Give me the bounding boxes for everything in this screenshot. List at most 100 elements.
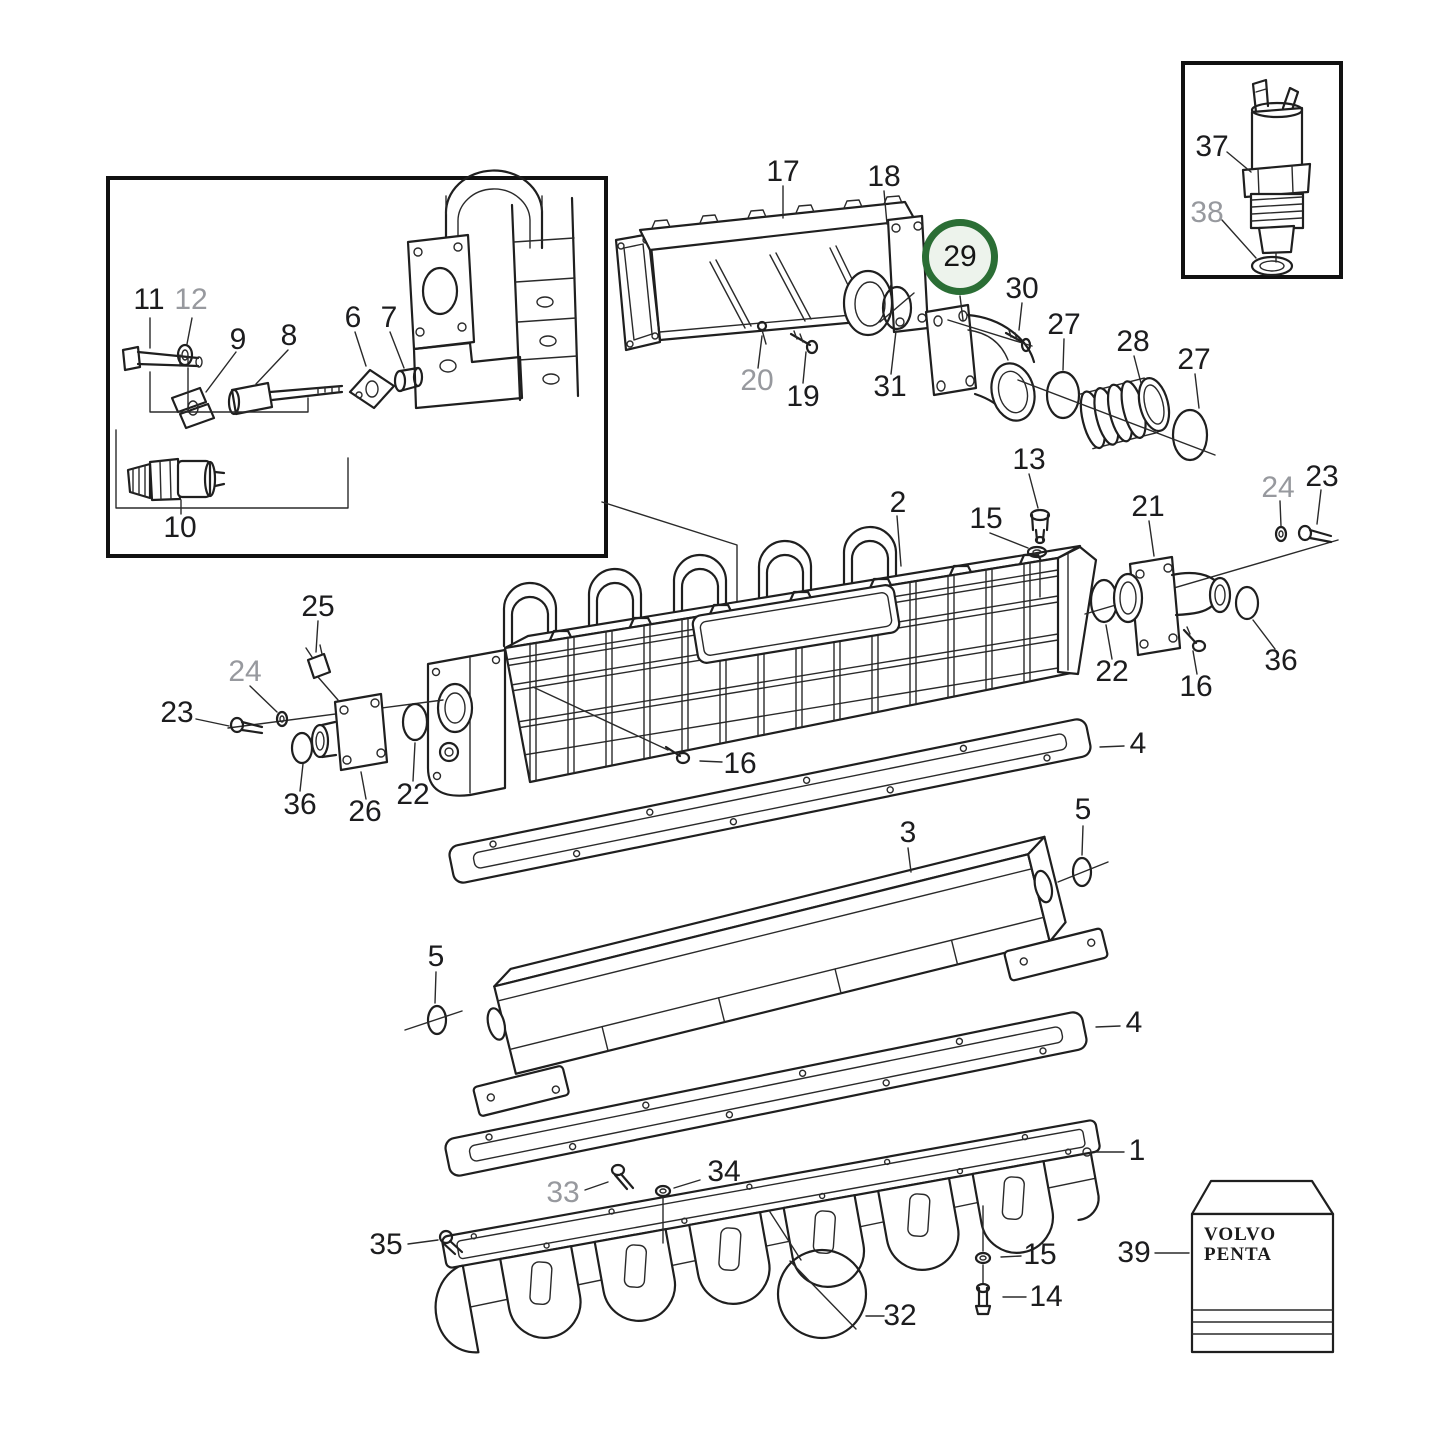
- part-callout-25[interactable]: 25: [301, 590, 335, 623]
- part-callout-3[interactable]: 3: [899, 816, 917, 849]
- washer-15-bottom-drawing: [974, 1205, 1022, 1284]
- oring-5-right-drawing: [1071, 856, 1093, 888]
- manifold-drawing: [614, 195, 930, 355]
- part-callout-20[interactable]: 20: [740, 364, 774, 397]
- part-callout-24[interactable]: 24: [228, 655, 262, 688]
- part-callout-28[interactable]: 28: [1116, 325, 1150, 358]
- oring-36-right-drawing: [1234, 585, 1260, 621]
- bolt-23-left-drawing: [195, 716, 264, 735]
- core-3-assembly: [404, 825, 1109, 1117]
- part-callout-4[interactable]: 4: [1125, 1006, 1143, 1039]
- part-callout-38[interactable]: 38: [1190, 196, 1224, 229]
- bushing-7-drawing: [393, 366, 424, 393]
- screw-33-drawing: [584, 1163, 635, 1191]
- oring-27a-drawing: [1045, 370, 1081, 420]
- bracket-line-lower: [115, 429, 349, 509]
- part-callout-23[interactable]: 23: [160, 696, 194, 729]
- part-callout-31[interactable]: 31: [873, 370, 907, 403]
- plug-25-drawing: [305, 644, 339, 701]
- heat-exchanger-drawing: [426, 473, 1098, 797]
- part-callout-19[interactable]: 19: [786, 380, 820, 413]
- volvo-penta-box-drawing: VOLVO PENTA: [1154, 1179, 1335, 1354]
- part-callout-11[interactable]: 11: [133, 283, 165, 316]
- gasket-4-lower-leader: [1095, 1025, 1121, 1028]
- part-callout-21[interactable]: 21: [1131, 490, 1165, 523]
- part-callout-13[interactable]: 13: [1012, 443, 1046, 476]
- right-fitting-assembly: [1084, 489, 1339, 675]
- bolt-30-drawing: [1004, 329, 1032, 353]
- stud-8-drawing: [227, 381, 344, 416]
- washer-15-drawing: [1026, 545, 1048, 559]
- part-callout-15[interactable]: 15: [969, 502, 1003, 535]
- oring-27b-drawing: [1171, 408, 1209, 462]
- screw-14-drawing: [974, 1282, 1027, 1316]
- manifold-leader-lines: [757, 185, 1200, 409]
- oring-22-left-drawing: [401, 702, 429, 742]
- part-callout-18[interactable]: 18: [867, 160, 901, 193]
- plug-32-drawing: [769, 1211, 885, 1340]
- part-callout-6[interactable]: 6: [344, 301, 362, 334]
- bolt-35-drawing: [407, 1229, 464, 1256]
- part-callout-22[interactable]: 22: [396, 778, 430, 811]
- part-callout-15[interactable]: 15: [1023, 1238, 1057, 1271]
- bracket-line-upper: [149, 371, 309, 413]
- part-callout-14[interactable]: 14: [1029, 1280, 1063, 1313]
- brand-line-1: VOLVO: [1204, 1224, 1276, 1245]
- left-fitting-leaders: [249, 620, 416, 800]
- left-fitting-assembly: [195, 620, 444, 800]
- bolt-23-right-drawing: [1297, 524, 1333, 544]
- part-callout-5[interactable]: 5: [427, 940, 445, 973]
- temp-sensor-drawing: [1241, 78, 1312, 263]
- part-callout-30[interactable]: 30: [1005, 272, 1039, 305]
- part-callout-34[interactable]: 34: [707, 1155, 741, 1188]
- pan-1-drawing: [434, 1119, 1125, 1354]
- oring-5-left-drawing: [426, 1004, 448, 1036]
- part-callout-10[interactable]: 10: [163, 511, 197, 544]
- bellows-28-drawing: [1078, 377, 1171, 450]
- inset-leader-lines: [149, 317, 405, 515]
- inset-detail-box: [106, 169, 608, 558]
- part-callout-8[interactable]: 8: [280, 319, 298, 352]
- bolt-13-drawing: [989, 473, 1051, 598]
- right-fitting-leaders: [1105, 489, 1322, 675]
- part-callout-16[interactable]: 16: [723, 747, 757, 780]
- part-callout-36[interactable]: 36: [1264, 644, 1298, 677]
- part-callout-39[interactable]: 39: [1117, 1236, 1151, 1269]
- bottom-small-parts: [407, 1163, 1027, 1340]
- gasket-4-lower-drawing: [444, 1011, 1088, 1177]
- sensor-10-drawing: [126, 457, 226, 502]
- part-callout-27[interactable]: 27: [1047, 308, 1081, 341]
- part-callout-32[interactable]: 32: [883, 1299, 917, 1332]
- sensor-inset-box: [1181, 61, 1343, 279]
- part-callout-9[interactable]: 9: [229, 323, 247, 356]
- part-callout-2[interactable]: 2: [889, 486, 907, 519]
- part-callout-24[interactable]: 24: [1261, 471, 1295, 504]
- part-callout-37[interactable]: 37: [1195, 130, 1229, 163]
- part-callout-16[interactable]: 16: [1179, 670, 1213, 703]
- part-callout-35[interactable]: 35: [369, 1228, 403, 1261]
- clamp-9-drawing: [170, 386, 216, 430]
- bolt-19-drawing: [789, 330, 819, 355]
- elbow-29-assembly: [757, 185, 1216, 462]
- gasket-4-upper-drawing: [448, 718, 1092, 884]
- part-callout-4[interactable]: 4: [1129, 727, 1147, 760]
- part-callout-17[interactable]: 17: [766, 155, 800, 188]
- part-callout-36[interactable]: 36: [283, 788, 317, 821]
- washer-24-left-drawing: [275, 710, 289, 728]
- elbow-axis-line: [947, 319, 1216, 456]
- part-callout-23[interactable]: 23: [1305, 460, 1339, 493]
- part-callout-1[interactable]: 1: [1128, 1134, 1146, 1167]
- part-callout-5[interactable]: 5: [1074, 793, 1092, 826]
- thermostat-housing-drawing: [406, 169, 580, 410]
- part-callout-27[interactable]: 27: [1177, 343, 1211, 376]
- part-callout-7[interactable]: 7: [380, 301, 398, 334]
- elbow-29-flange: [924, 303, 978, 397]
- part-callout-29-selected[interactable]: 29: [922, 219, 998, 295]
- part-callout-12[interactable]: 12: [174, 283, 208, 316]
- part-callout-26[interactable]: 26: [348, 795, 382, 828]
- core-leaders: [434, 825, 1084, 1004]
- part-callout-22[interactable]: 22: [1095, 655, 1129, 688]
- part-callout-33[interactable]: 33: [546, 1176, 580, 1209]
